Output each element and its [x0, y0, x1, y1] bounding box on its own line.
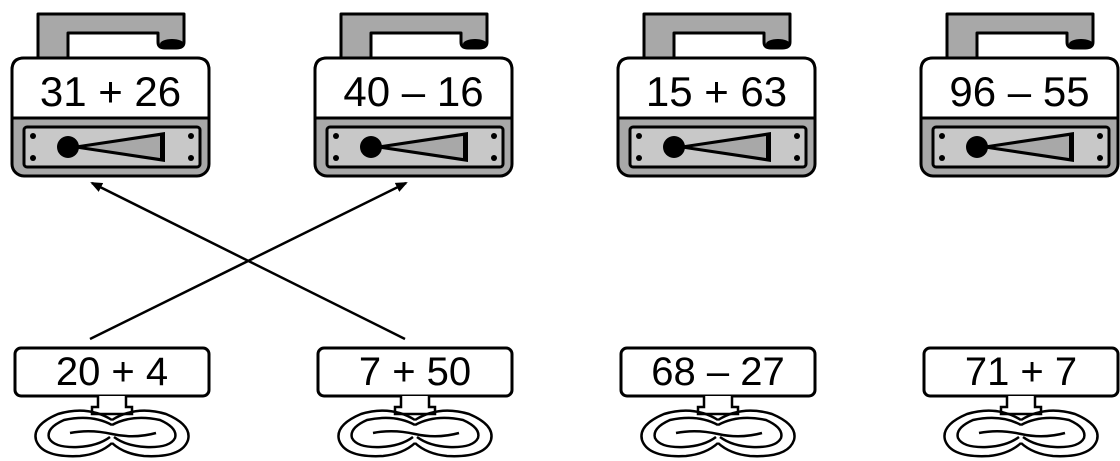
lock-expression: 96 – 55	[949, 68, 1089, 115]
screw-icon	[30, 133, 36, 139]
key-stem	[696, 396, 740, 416]
lock-shackle	[642, 12, 792, 62]
screw-icon	[939, 133, 945, 139]
key-4[interactable]: 71 + 7	[922, 346, 1120, 458]
key-bow-icon	[640, 409, 796, 458]
label-panel	[919, 56, 1120, 120]
key-2[interactable]: 7 + 50	[316, 346, 514, 458]
screw-icon	[1097, 155, 1103, 161]
keyhole-circle	[966, 136, 988, 158]
key-bow-icon	[337, 409, 493, 458]
padlock-1[interactable]: 31 + 26	[10, 12, 211, 178]
keyhole-circle	[57, 136, 79, 158]
shackle-end	[766, 39, 790, 49]
screw-icon	[333, 133, 339, 139]
padlock-2[interactable]: 40 – 16	[313, 12, 514, 178]
lock-shackle	[36, 12, 186, 62]
key-1[interactable]: 20 + 4	[13, 346, 211, 458]
key-stem	[999, 396, 1043, 416]
shackle-end	[160, 39, 184, 49]
screw-icon	[188, 155, 194, 161]
shackle-end	[463, 39, 487, 49]
lock-expression: 15 + 63	[646, 68, 787, 115]
label-panel	[313, 56, 514, 120]
key-expression: 71 + 7	[965, 350, 1077, 394]
screw-icon	[188, 133, 194, 139]
screw-icon	[794, 155, 800, 161]
key-expression: 68 – 27	[651, 350, 784, 394]
lock-shackle	[945, 12, 1095, 62]
keyhole-slot	[389, 136, 463, 158]
lock-shackle	[339, 12, 489, 62]
shackle-end	[1069, 39, 1093, 49]
key-stem	[393, 396, 437, 416]
key-expression: 20 + 4	[56, 350, 168, 394]
screw-icon	[333, 155, 339, 161]
screw-icon	[1097, 133, 1103, 139]
keyhole-slot	[86, 136, 160, 158]
screw-icon	[636, 155, 642, 161]
screw-icon	[491, 133, 497, 139]
key-bow-icon	[943, 409, 1099, 458]
match-arrow-7-50-to-31-26	[90, 181, 406, 341]
screw-icon	[30, 155, 36, 161]
keyhole-slot	[692, 136, 766, 158]
label-panel	[616, 56, 817, 120]
key-bow-icon	[34, 409, 190, 458]
label-panel	[10, 56, 211, 120]
keyhole-circle	[360, 136, 382, 158]
screw-icon	[939, 155, 945, 161]
screw-icon	[794, 133, 800, 139]
keyhole-slot	[995, 136, 1069, 158]
lock-expression: 40 – 16	[343, 68, 483, 115]
key-stem	[90, 396, 134, 416]
padlock-4[interactable]: 96 – 55	[919, 12, 1120, 178]
key-3[interactable]: 68 – 27	[619, 346, 817, 458]
lock-expression: 31 + 26	[40, 68, 181, 115]
padlock-3[interactable]: 15 + 63	[616, 12, 817, 178]
keyhole-circle	[663, 136, 685, 158]
key-expression: 7 + 50	[359, 350, 471, 394]
screw-icon	[636, 133, 642, 139]
screw-icon	[491, 155, 497, 161]
